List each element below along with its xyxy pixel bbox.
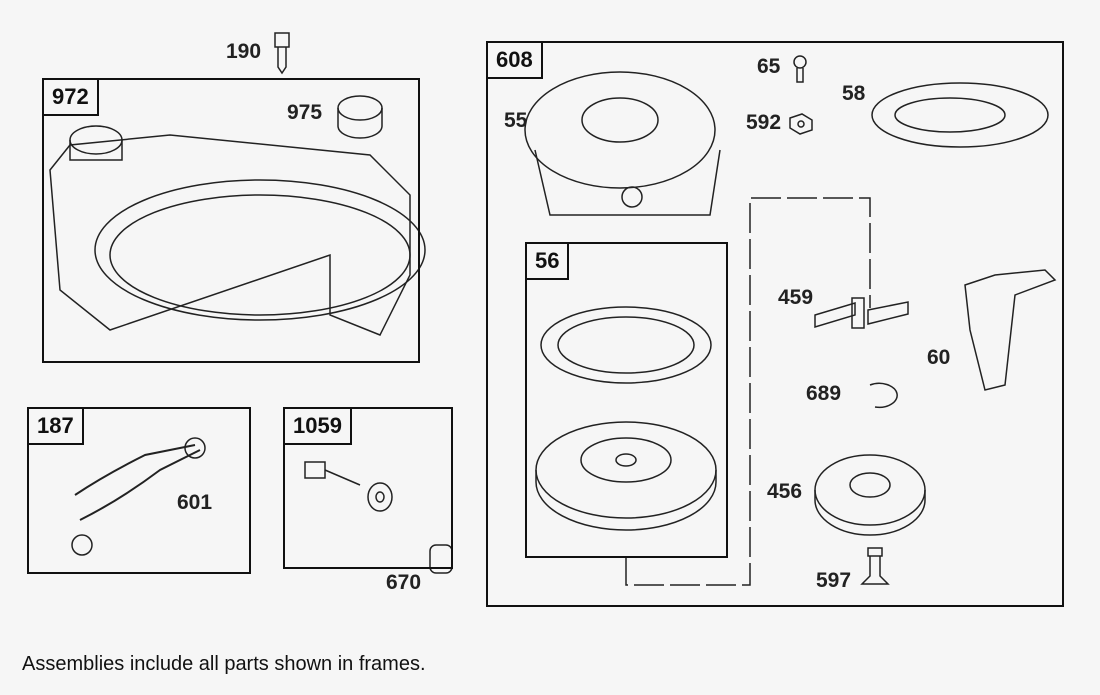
handle-60-drawing xyxy=(964,269,1057,391)
part-label-601[interactable]: 601 xyxy=(177,491,213,514)
assembly-bracket-line xyxy=(625,197,871,586)
bolt-65-drawing xyxy=(793,55,807,83)
pulley-56-drawing xyxy=(535,421,717,531)
fuel-tank-972-drawing xyxy=(49,125,426,336)
frame-label-1059[interactable]: 1059 xyxy=(283,407,352,445)
ring-689-drawing xyxy=(869,382,898,409)
part-label-592[interactable]: 592 xyxy=(746,111,782,134)
part-label-670[interactable]: 670 xyxy=(386,571,422,594)
screw-1059-drawing xyxy=(304,461,393,512)
fuel-cap-975-drawing xyxy=(337,95,383,139)
pawl-459-drawing xyxy=(814,297,909,329)
frame-608: 608 xyxy=(486,41,1064,607)
rope-58-drawing xyxy=(871,82,1049,148)
frame-972: 972 xyxy=(42,78,420,363)
frame-label-187[interactable]: 187 xyxy=(27,407,84,445)
nut-592-drawing xyxy=(789,113,813,135)
part-label-689[interactable]: 689 xyxy=(806,382,842,405)
part-label-65[interactable]: 65 xyxy=(757,55,781,78)
frame-label-972[interactable]: 972 xyxy=(42,78,99,116)
housing-55-drawing xyxy=(524,71,721,216)
part-label-55[interactable]: 55 xyxy=(504,109,528,132)
part-label-456[interactable]: 456 xyxy=(767,480,803,503)
part-label-60[interactable]: 60 xyxy=(927,346,951,369)
bolt-190-drawing xyxy=(274,32,290,75)
footer-note: Assemblies include all parts shown in fr… xyxy=(22,653,426,675)
frame-1059: 1059 xyxy=(283,407,453,569)
frame-label-608[interactable]: 608 xyxy=(486,41,543,79)
cup-456-drawing xyxy=(814,454,926,536)
part-label-459[interactable]: 459 xyxy=(778,286,814,309)
part-label-975[interactable]: 975 xyxy=(287,101,323,124)
spring-56-drawing xyxy=(540,306,712,384)
part-label-190[interactable]: 190 xyxy=(226,40,262,63)
part-label-58[interactable]: 58 xyxy=(842,82,866,105)
fuel-line-601-drawing xyxy=(71,437,206,556)
part-label-597[interactable]: 597 xyxy=(816,569,852,592)
frame-56: 56 xyxy=(525,242,728,558)
frame-187: 187 xyxy=(27,407,251,574)
screw-597-drawing xyxy=(860,547,890,585)
frame-label-56[interactable]: 56 xyxy=(525,242,570,280)
